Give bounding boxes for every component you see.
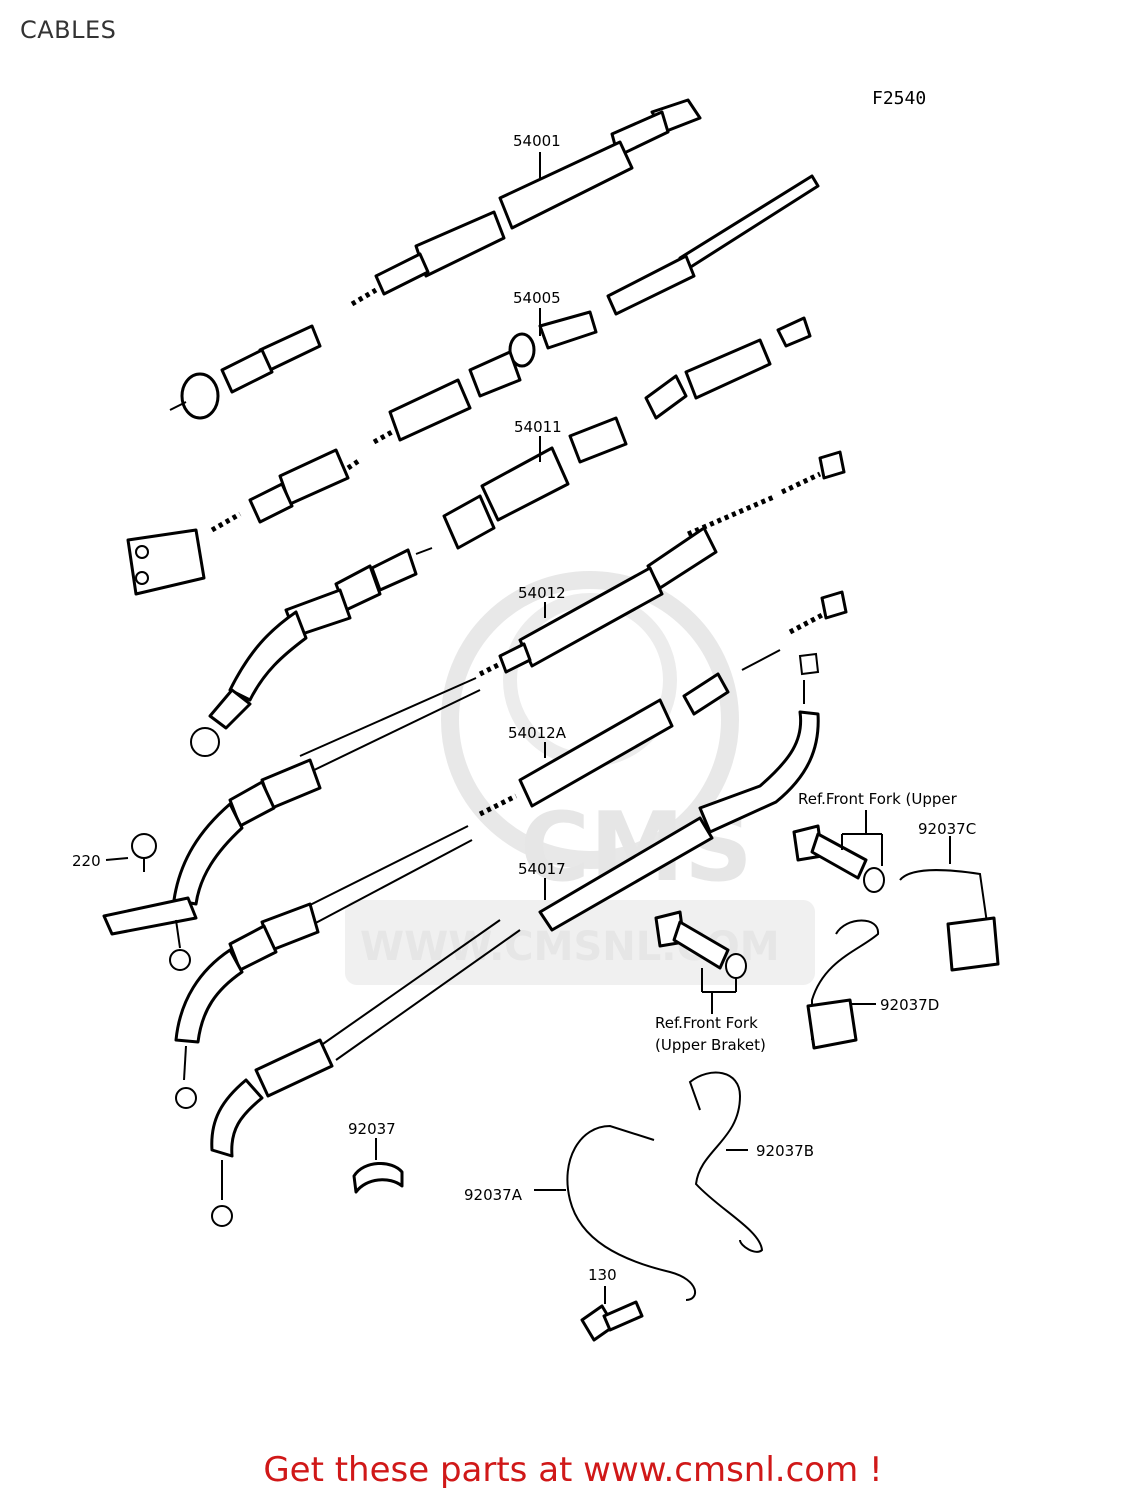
callout-92037: 92037 [348,1120,396,1138]
cable-54012 [172,566,848,906]
callout-92037C: 92037C [918,820,976,838]
callout-92037A: 92037A [464,1186,523,1204]
leader-lines [105,152,951,1304]
callout-54001: 54001 [513,132,561,150]
callout-92037B: 92037B [756,1142,814,1160]
cable-54005 [126,174,820,596]
callout-54012A: 54012A [508,724,567,742]
callout-54017: 54017 [518,860,566,878]
guide-92037B [688,1071,764,1253]
ref-front-fork-upper: Ref.Front Fork (Upper [798,790,958,808]
page-title: CABLES [20,16,117,44]
callout-130: 130 [588,1266,617,1284]
bolt-130 [580,1300,644,1342]
callout-54005: 54005 [513,289,561,307]
figure-code: F2540 [872,88,927,109]
callout-220: 220 [72,852,101,870]
callout-labels: 54001 54005 54011 54012 54012A 54017 220… [72,132,976,1284]
cable-54017 [210,652,820,1227]
ref-upper-braket: (Upper Braket) [655,1036,766,1054]
cable-54001 [169,98,702,420]
bracket-220 [102,833,198,971]
ref-bolt-lower [654,910,747,979]
guide-92037A [566,1124,696,1301]
ref-bolt-upper [792,824,885,893]
clamp-92037 [352,1162,404,1194]
footer-link[interactable]: Get these parts at www.cmsnl.com ! [263,1450,883,1490]
clamp-92037C [899,869,1000,972]
clamp-92037D [806,919,879,1050]
cable-54011 [190,416,846,757]
callout-54012: 54012 [518,584,566,602]
callout-54011: 54011 [514,418,562,436]
cable-54012A [174,649,781,1109]
cables-diagram: CMS WWW.CMSNL.COM [72,98,1000,1342]
callout-92037D: 92037D [880,996,939,1014]
ref-front-fork: Ref.Front Fork [655,1014,758,1032]
